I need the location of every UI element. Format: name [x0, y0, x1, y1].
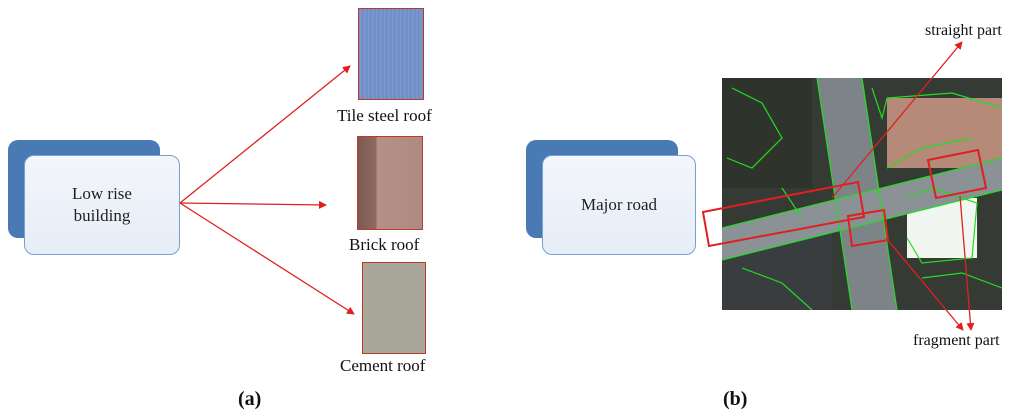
tile-steel-roof-label: Tile steel roof: [337, 106, 432, 125]
arrow-to-fragment-label-1: [885, 237, 964, 331]
arrow-to-fragment-label-2: [959, 195, 975, 331]
low-rise-line1: Low rise: [72, 184, 132, 203]
straight-part-box: [701, 180, 866, 248]
low-rise-line2: building: [73, 206, 131, 225]
panel-a-label: (a): [238, 388, 262, 410]
cement-roof-label: Cement roof: [340, 356, 426, 375]
brick-roof-image: [357, 136, 423, 230]
cement-roof-image: [362, 262, 426, 354]
straight-part-label: straight part: [925, 22, 1002, 39]
brick-roof-label: Brick roof: [349, 235, 420, 254]
major-road-label: Major road: [580, 195, 657, 214]
low-rise-building-box: Low rise building: [24, 155, 180, 255]
tile-steel-roof-image: [358, 8, 424, 100]
arrow-to-cement: [179, 202, 355, 315]
fragment-part-box-2: [926, 148, 988, 200]
fragment-part-label: fragment part: [913, 332, 1000, 349]
low-rise-building-label: Low rise building: [25, 156, 179, 254]
major-road-box: Major road: [542, 155, 696, 255]
fragment-part-box-1: [846, 208, 890, 248]
arrow-to-tile-steel: [179, 65, 351, 204]
arrow-to-straight-label: [831, 41, 963, 199]
panel-b-label: (b): [723, 388, 748, 410]
arrow-to-brick: [179, 200, 327, 209]
